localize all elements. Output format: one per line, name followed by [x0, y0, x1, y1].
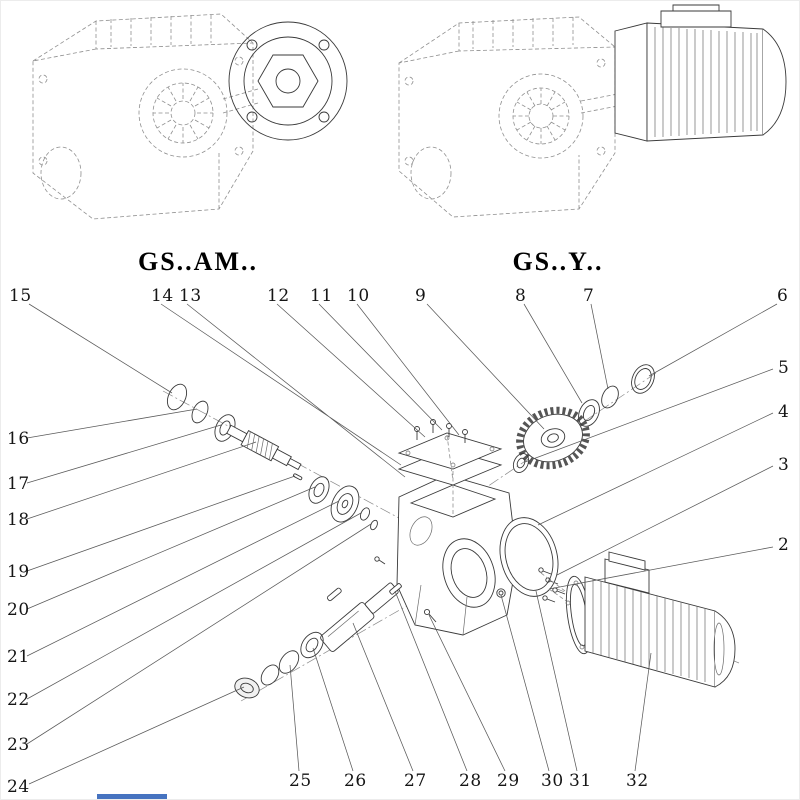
- callout-19: 19: [7, 562, 30, 582]
- callout-31: 31: [569, 771, 592, 791]
- part-gear-rings: [512, 364, 655, 473]
- callout-20: 20: [7, 600, 30, 620]
- part-worm-shaft: [226, 424, 302, 471]
- part-cover-plates: [397, 419, 503, 515]
- part-worm-gear: [516, 406, 590, 470]
- gearbox-motor-drawing: [398, 4, 787, 218]
- variant-left-label: GS..AM..: [138, 247, 258, 276]
- callout-13: 13: [179, 286, 202, 306]
- part-housing: [396, 474, 518, 636]
- part-output-rings: [234, 631, 324, 699]
- callout-17: 17: [7, 474, 30, 494]
- callout-6: 6: [777, 286, 789, 306]
- gearbox-flange-drawing: [32, 13, 348, 220]
- callout-24: 24: [7, 777, 30, 797]
- part-cover-screws: [414, 419, 468, 443]
- callout-14: 14: [151, 286, 174, 306]
- callout-23: 23: [7, 735, 30, 755]
- callout-4: 4: [778, 402, 790, 422]
- callout-18: 18: [7, 510, 30, 530]
- callout-7: 7: [583, 286, 595, 306]
- callout-22: 22: [7, 690, 30, 710]
- callout-26: 26: [344, 771, 367, 791]
- clipped-bottom-element: [97, 794, 167, 799]
- callout-21: 21: [7, 647, 30, 667]
- variant-right-label: GS..Y..: [512, 247, 604, 276]
- callout-2: 2: [778, 535, 790, 555]
- callout-12: 12: [267, 286, 290, 306]
- callout-16: 16: [7, 429, 30, 449]
- callout-28: 28: [459, 771, 482, 791]
- part-motor-gasket: [499, 517, 559, 597]
- part-shaft-key: [389, 583, 402, 595]
- callout-27: 27: [404, 771, 427, 791]
- part-motor: [565, 551, 736, 688]
- exploded-view: [26, 303, 778, 785]
- callout-5: 5: [778, 358, 790, 378]
- output-flange: [228, 21, 348, 141]
- leader-lines: [26, 303, 778, 785]
- callout-11: 11: [310, 286, 333, 306]
- callout-32: 32: [626, 771, 649, 791]
- callout-15: 15: [9, 286, 32, 306]
- part-input-stack: [293, 473, 378, 531]
- callout-25: 25: [289, 771, 312, 791]
- callout-10: 10: [347, 286, 370, 306]
- part-parallel-key: [326, 587, 342, 602]
- motor-assembled: [614, 4, 787, 142]
- callout-8: 8: [515, 286, 527, 306]
- callout-9: 9: [415, 286, 427, 306]
- callout-29: 29: [497, 771, 520, 791]
- callout-3: 3: [778, 455, 790, 475]
- callout-30: 30: [541, 771, 564, 791]
